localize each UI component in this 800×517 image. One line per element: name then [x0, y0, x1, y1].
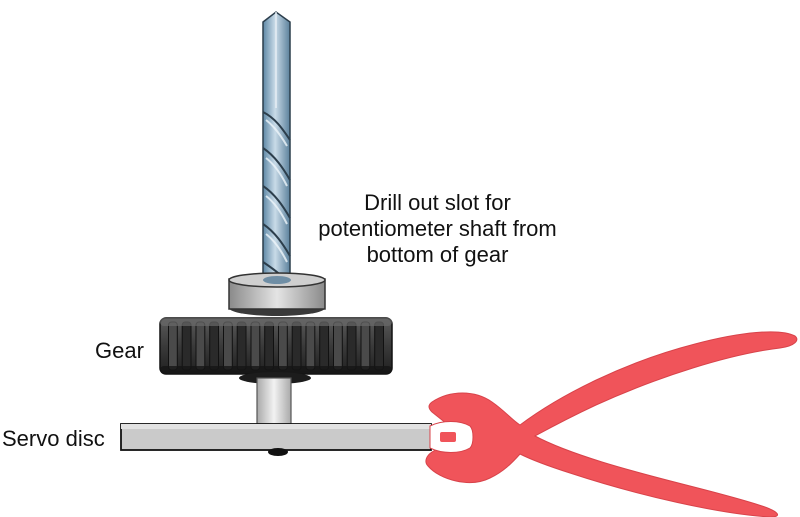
- gear-tooth: [264, 321, 275, 371]
- gear-tooth: [374, 321, 385, 371]
- gear-tooth: [305, 321, 316, 371]
- gear-tooth: [236, 321, 247, 371]
- gear-label: Gear: [95, 338, 144, 363]
- spur-gear-icon: [159, 317, 393, 375]
- gear-tooth: [333, 321, 343, 371]
- servo-disc-icon: [120, 423, 432, 456]
- gear-tooth: [250, 321, 261, 371]
- instruction-line-3: bottom of gear: [366, 242, 509, 267]
- potentiometer-shaft: [239, 372, 311, 427]
- gear-tooth: [278, 321, 288, 371]
- instruction-line-2: potentiometer shaft from: [318, 216, 557, 241]
- gear-tooth: [168, 321, 178, 371]
- pliers-icon: [425, 331, 798, 517]
- drill-instruction-label: Drill out slot for potentiometer shaft f…: [300, 190, 575, 268]
- gear-tooth: [319, 321, 330, 371]
- instruction-line-1: Drill out slot for: [364, 190, 511, 215]
- gear-tooth: [360, 321, 371, 371]
- gear-hub: [228, 272, 326, 316]
- gear-tooth: [291, 321, 302, 371]
- gear-tooth: [209, 321, 219, 371]
- gear-tooth: [195, 321, 206, 371]
- drill-bit-icon: [262, 11, 291, 281]
- gear-tooth: [223, 321, 233, 371]
- gear-tooth: [346, 321, 357, 371]
- gear-tooth: [181, 321, 192, 371]
- servo-disc-label: Servo disc: [2, 426, 105, 451]
